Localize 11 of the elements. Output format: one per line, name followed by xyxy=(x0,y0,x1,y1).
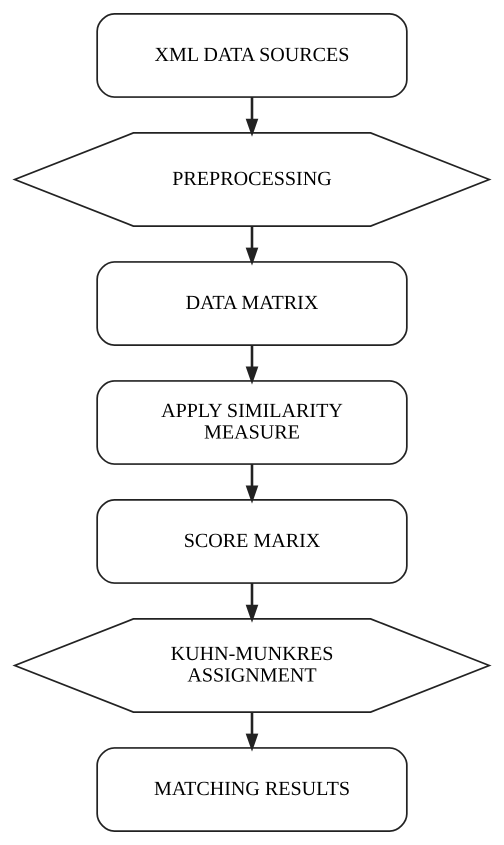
node-box: APPLY SIMILARITY MEASURE xyxy=(96,380,408,465)
arrow xyxy=(246,712,258,752)
arrow xyxy=(246,346,258,385)
node-box: SCORE MARIX xyxy=(96,499,408,584)
node-box: XML DATA SOURCES xyxy=(96,13,408,98)
node-box: DATA MATRIX xyxy=(96,261,408,346)
arrow xyxy=(246,464,258,504)
arrow xyxy=(246,226,258,266)
arrow xyxy=(246,583,258,623)
arrow xyxy=(246,97,258,137)
node-box: MATCHING RESULTS xyxy=(96,747,408,832)
